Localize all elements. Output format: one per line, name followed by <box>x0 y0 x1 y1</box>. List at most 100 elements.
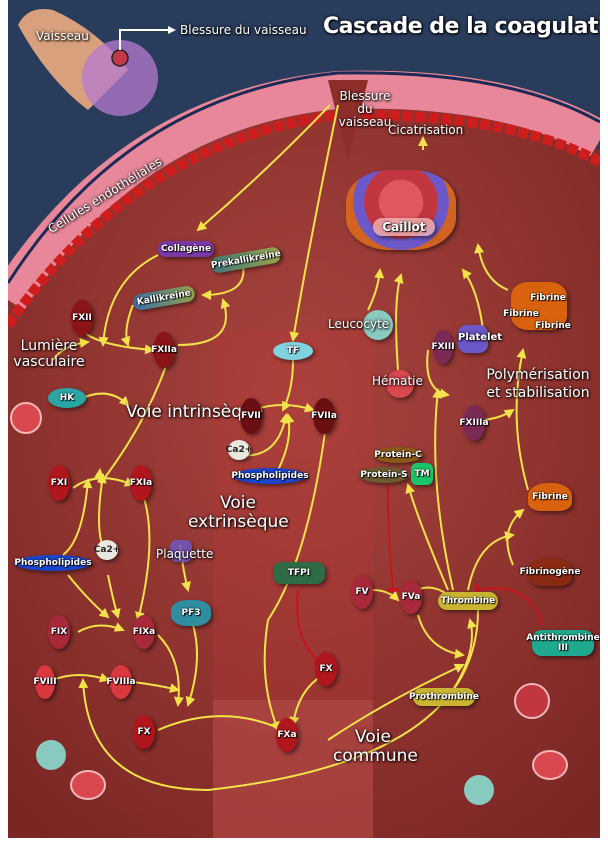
node-fxa[interactable]: FXa <box>276 718 298 752</box>
arrow-fxa-to-prothrombine <box>327 663 465 741</box>
node-fx-intrinsic[interactable]: FX <box>133 715 155 749</box>
node-fxiii[interactable]: FXIII <box>431 330 455 364</box>
arrow-kall-to-fxiia <box>120 304 134 347</box>
arrow-thrombine-to-fxiiia <box>432 388 454 591</box>
leucocyte-icon <box>36 740 66 770</box>
node-fix[interactable]: FIX <box>48 615 70 649</box>
arrow-collagene-to-fxiia <box>98 254 159 347</box>
page-title: Cascade de la coagulation <box>323 14 600 39</box>
arrow-fv-to-fva <box>372 589 400 602</box>
diagram-background <box>8 9 600 838</box>
arrow-ca-to-fixa <box>107 574 121 619</box>
red-blood-cell-icon <box>10 402 42 434</box>
red-blood-cell-icon <box>70 770 106 800</box>
node-hk[interactable]: HK <box>48 388 86 408</box>
arrow-fviia-to-fxa <box>263 424 327 732</box>
arrow-phos-to-fixa <box>67 574 110 619</box>
arrow-phos-to-fxi <box>62 478 93 556</box>
polymerization-label: Polymérisation et stabilisation <box>486 367 590 401</box>
node-ca2-extrinsic[interactable]: Ca2+ <box>226 440 252 460</box>
node-prothrombine[interactable]: Prothrombine <box>409 688 479 706</box>
extrinsic-pathway-label: Voie extrinsèque <box>188 493 289 532</box>
platelet-label: Platelet <box>458 332 503 343</box>
leucocyte-icon <box>464 775 494 805</box>
arrow-fviiia-to-fx <box>132 681 180 693</box>
node-fibrine[interactable]: Fibrine <box>528 483 572 511</box>
node-protein-c[interactable]: Protein-C <box>373 447 423 463</box>
arrow-fxiia-to-kallikreine <box>177 298 231 346</box>
node-fibrine-b[interactable]: Fibrine <box>503 309 539 319</box>
arrow-tf-to-fvii <box>282 359 294 412</box>
node-fxiiia[interactable]: FXIIIa <box>459 405 489 441</box>
node-tf[interactable]: TF <box>273 342 313 360</box>
arrow-fix-to-fixa <box>77 622 125 633</box>
node-fx-extrinsic[interactable]: FX <box>315 652 337 686</box>
inhibit-tfpi <box>296 589 324 666</box>
pathway-arrows <box>52 104 544 792</box>
node-fviii[interactable]: FVIII <box>33 665 57 699</box>
red-blood-cell-icon <box>532 750 568 780</box>
arrow-fixa-to-fx <box>157 634 184 707</box>
arrow-fibrinogene-to-fibrine <box>506 508 525 566</box>
node-fxii[interactable]: FXII <box>71 300 93 336</box>
inhibit-antithrombine <box>475 583 544 626</box>
arrow-fibrin-to-clot <box>474 243 509 291</box>
node-ca2-intrinsic[interactable]: Ca2+ <box>94 540 120 560</box>
node-fviiia[interactable]: FVIIIa <box>106 665 136 699</box>
red-blood-cell-icon <box>514 683 550 719</box>
node-fibrinogene[interactable]: Fibrinogène <box>520 558 580 586</box>
plaquette-label: Plaquette <box>156 547 214 561</box>
arrow-prekall-to-kall <box>201 264 245 300</box>
node-fibrine-a[interactable]: Fibrine <box>530 293 566 303</box>
diagram-canvas: Cascade de la coagulation Vaisseau Bless… <box>8 0 600 838</box>
hematie-label: Hématie <box>372 374 423 388</box>
arrow-fva-to-prothrombine <box>417 614 465 659</box>
node-fva[interactable]: FVa <box>400 580 422 614</box>
node-fviia[interactable]: FVIIa <box>311 398 337 434</box>
node-fxiia[interactable]: FXIIa <box>151 332 177 368</box>
node-tfpi[interactable]: TFPI <box>273 562 325 584</box>
arrow-injury-to-tf <box>289 104 339 342</box>
node-fixa[interactable]: FIXa <box>133 615 155 649</box>
healing-label: Cicatrisation <box>388 123 464 137</box>
arrow-fviii-to-fviiia <box>52 672 110 683</box>
node-protein-s[interactable]: Protein-S <box>358 467 410 483</box>
arrow-fx-to-fxa <box>157 715 295 736</box>
vessel-wall <box>8 70 600 311</box>
vessel-label: Vaisseau <box>36 29 89 43</box>
platelet-cell <box>458 325 488 353</box>
arrow-injury-to-collagene <box>196 104 331 232</box>
node-collagene[interactable]: Collagène <box>158 241 214 257</box>
node-phospholipides-intrinsic[interactable]: Phospholipides <box>14 555 92 571</box>
node-antithrombine[interactable]: Antithrombine III <box>526 630 600 656</box>
node-pf3[interactable]: PF3 <box>171 600 211 626</box>
node-fxia[interactable]: FXIa <box>130 465 152 501</box>
node-fvii[interactable]: FVII <box>240 398 262 434</box>
arrow-thrombine-to-tm <box>405 483 449 591</box>
intrinsic-pathway-label: Voie intrinsèque <box>126 402 264 422</box>
clot <box>346 170 456 250</box>
inhibit-proteins <box>386 484 400 593</box>
leucocyte-cell <box>363 310 393 340</box>
injury-label: Blessure du vaisseau <box>338 89 392 129</box>
arrow-fxia-to-fixa <box>135 494 151 622</box>
node-fxi[interactable]: FXI <box>48 465 70 501</box>
common-pathway-label: Voie commune <box>333 727 418 766</box>
arrow-phos-to-fvii <box>277 413 295 471</box>
node-fv[interactable]: FV <box>351 575 373 609</box>
arrow-thrombine-loop <box>78 609 479 792</box>
arrow-pf3-to-fx <box>185 624 198 707</box>
hematie-cell <box>386 370 414 398</box>
arrow-platelet-to-clot <box>461 268 484 331</box>
injury-callout: Blessure du vaisseau <box>180 23 307 37</box>
node-fibrine-c[interactable]: Fibrine <box>535 321 571 331</box>
arrow-leucocyte-to-clot <box>367 268 385 311</box>
arrow-fibrine-up <box>515 348 529 491</box>
clot-label: Caillot <box>373 218 435 236</box>
lumen-label: Lumière vasculaire <box>13 338 85 370</box>
node-tm[interactable]: TM <box>411 463 433 485</box>
leucocyte-label: Leucocyte <box>328 317 390 331</box>
node-phospholipides-extrinsic[interactable]: Phospholipides <box>231 468 309 484</box>
arrow-thrombine-to-fibrine <box>467 531 515 591</box>
node-thrombine[interactable]: Thrombine <box>438 592 498 610</box>
